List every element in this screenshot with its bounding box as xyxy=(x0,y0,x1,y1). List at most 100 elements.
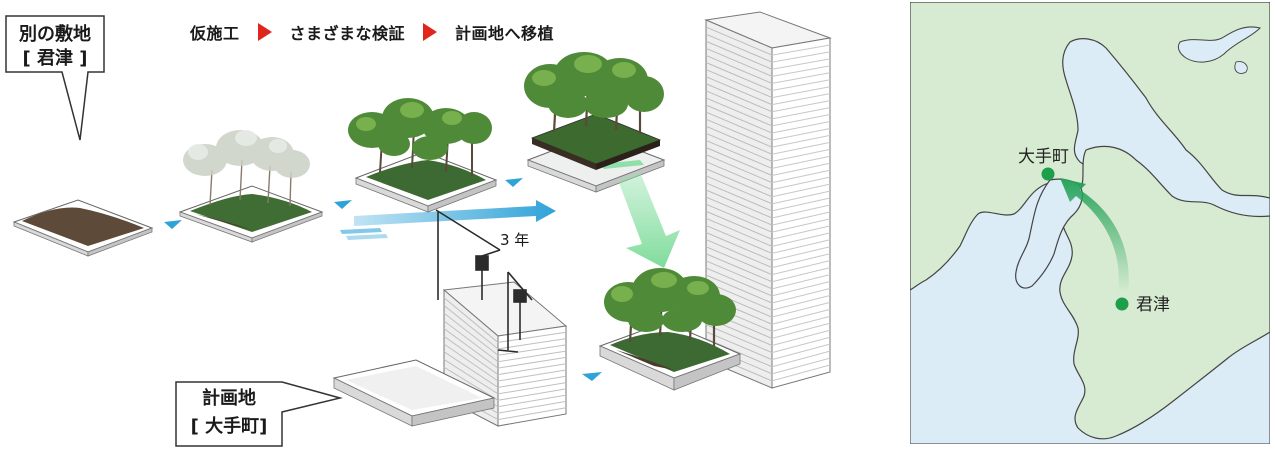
floor-line xyxy=(443,312,499,356)
floor-line xyxy=(771,281,831,297)
otemachi-marker xyxy=(1041,167,1055,181)
floor-line xyxy=(497,331,567,343)
floor-line xyxy=(705,139,773,169)
floor-line xyxy=(771,114,831,127)
floor-line xyxy=(771,232,831,247)
floor-line xyxy=(771,176,831,191)
floor-line xyxy=(771,225,831,240)
floor-line xyxy=(705,260,773,290)
floor-line xyxy=(443,335,499,375)
construction-crane xyxy=(435,209,533,353)
floor-line xyxy=(771,239,831,254)
floor-line xyxy=(771,121,831,134)
flow-marker xyxy=(505,178,523,187)
step-arrow-icon xyxy=(257,23,272,41)
floor-line xyxy=(771,65,831,77)
floor-line xyxy=(705,97,773,127)
floor-line xyxy=(497,375,567,388)
boso-peninsula xyxy=(1059,145,1270,440)
floor-line xyxy=(705,54,773,84)
kimitsu-marker xyxy=(1115,297,1129,311)
floor-line xyxy=(705,331,773,361)
source-site-location: [ 君津 ] xyxy=(23,47,88,69)
plan-site-name: 計画地 xyxy=(202,387,256,409)
floor-line xyxy=(443,359,499,395)
floor-line xyxy=(771,350,831,368)
floor-line xyxy=(771,86,831,99)
floor-line xyxy=(771,58,831,70)
floor-line xyxy=(771,51,831,63)
process-steps: 仮施工 さまざまな検証 計画地へ移植 xyxy=(190,20,554,44)
floor-line xyxy=(497,407,567,421)
step-temporary-construction: 仮施工 xyxy=(190,24,240,43)
floor-line xyxy=(497,344,567,356)
tall-building xyxy=(704,11,832,389)
floor-line xyxy=(497,338,567,350)
floor-line xyxy=(771,274,831,290)
tray-bare-soil xyxy=(12,199,154,257)
floor-line xyxy=(705,232,773,261)
floor-line xyxy=(771,44,831,56)
floor-line xyxy=(705,118,773,148)
transplant-route-arrow xyxy=(1060,178,1129,292)
flow-marker xyxy=(582,372,602,381)
floor-line xyxy=(771,190,831,205)
floor-line xyxy=(771,315,831,332)
step-transplant: 計画地へ移植 xyxy=(455,24,555,43)
floor-line xyxy=(705,189,773,219)
floor-line xyxy=(771,155,831,169)
floor-line xyxy=(705,210,773,240)
floor-line xyxy=(705,196,773,226)
floor-line xyxy=(443,328,499,369)
floor-line xyxy=(705,274,773,304)
floor-line xyxy=(443,351,499,388)
floor-line xyxy=(443,366,499,401)
flow-marker xyxy=(164,220,182,229)
floor-line xyxy=(771,253,831,269)
floor-line xyxy=(497,382,567,395)
transplant-arrow xyxy=(618,172,680,268)
floor-line xyxy=(497,350,567,363)
floor-line xyxy=(705,76,773,106)
plan-site-foundation xyxy=(332,359,496,427)
floor-line xyxy=(771,308,831,325)
floor-line xyxy=(771,336,831,354)
floor-line xyxy=(771,93,831,106)
floor-line xyxy=(705,175,773,205)
floor-line xyxy=(705,203,773,233)
floor-line xyxy=(705,125,773,155)
floor-line xyxy=(705,47,773,77)
floor-line xyxy=(705,154,773,184)
floor-line xyxy=(771,204,831,219)
floor-line xyxy=(771,127,831,141)
floor-line xyxy=(705,239,773,269)
floor-line xyxy=(443,297,499,343)
floor-line xyxy=(497,369,567,382)
tray-planted-final xyxy=(598,268,742,391)
floor-line xyxy=(771,322,831,339)
floor-line xyxy=(771,134,831,148)
floor-line xyxy=(771,357,831,375)
timeline-arrow xyxy=(340,200,556,240)
duration-label: 3 年 xyxy=(500,231,530,249)
floor-line xyxy=(771,246,831,261)
tray-mature-trees xyxy=(524,52,666,193)
floor-line xyxy=(771,364,831,382)
floor-line xyxy=(771,183,831,198)
floor-line xyxy=(705,338,773,368)
floor-line xyxy=(771,169,831,184)
floor-line xyxy=(705,90,773,120)
floor-line xyxy=(771,148,831,162)
floor-line xyxy=(705,324,773,354)
floor-line xyxy=(497,356,567,369)
floor-line xyxy=(705,182,773,212)
tray-growing-trees xyxy=(348,98,498,213)
floor-line xyxy=(705,253,773,283)
floor-line xyxy=(771,267,831,283)
floor-line xyxy=(443,320,499,363)
floor-line xyxy=(443,305,499,350)
floor-line xyxy=(771,260,831,276)
transplant-process-diagram: 別の敷地 [ 君津 ] 計画地 [ 大手町] xyxy=(5,11,832,447)
floor-line xyxy=(771,218,831,233)
plan-site-bubble: 計画地 [ 大手町] xyxy=(175,381,343,447)
